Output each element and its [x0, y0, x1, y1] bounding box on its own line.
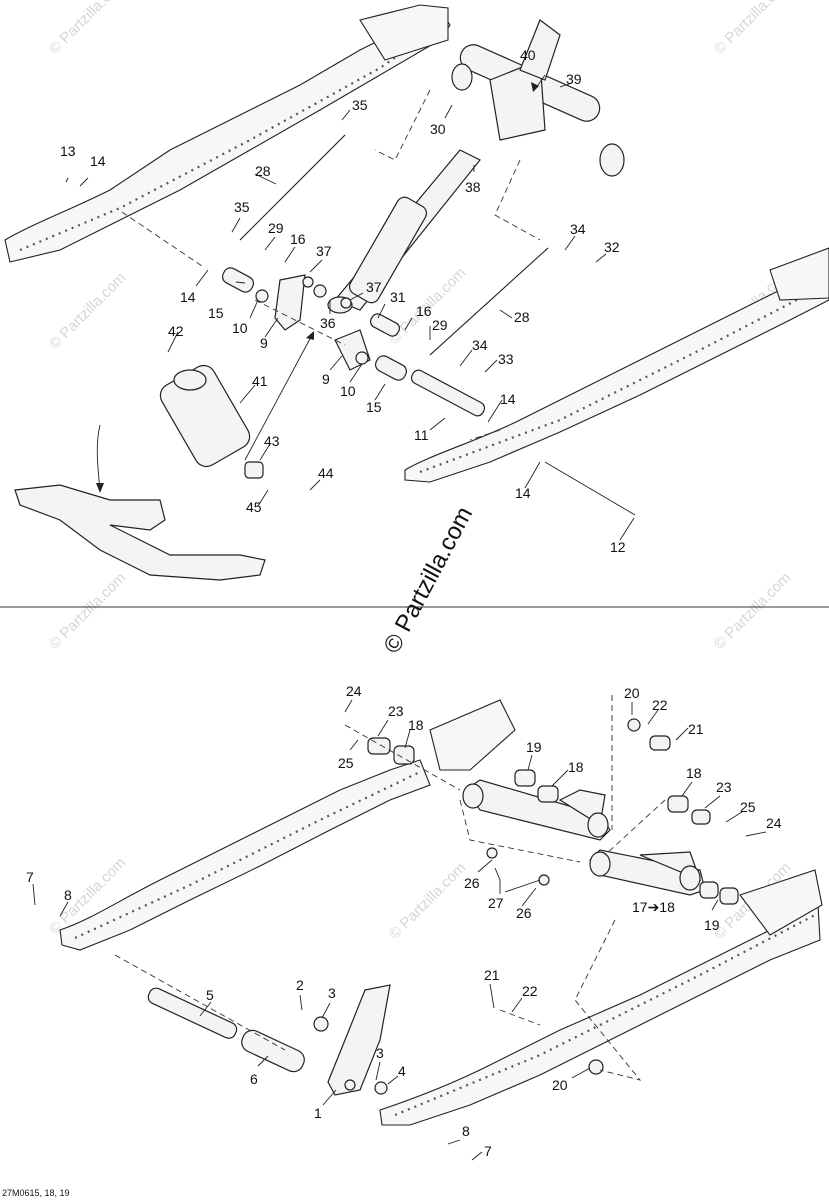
callout-11: 11: [414, 427, 429, 443]
callout-5: 5: [206, 987, 214, 1003]
callout-36: 36: [320, 315, 336, 331]
lower-tubes: [147, 987, 305, 1073]
callout-18: 18: [568, 759, 584, 775]
callout-31: 31: [390, 289, 406, 305]
upper-rail-right: [404, 247, 829, 483]
callout-29: 29: [432, 317, 448, 333]
callout-40: 40: [520, 47, 536, 63]
upper-rear-shock: [159, 364, 264, 479]
callout-25: 25: [338, 755, 354, 771]
callout-22: 22: [652, 697, 668, 713]
callout-28: 28: [255, 163, 271, 179]
watermark-tile: © Partzilla.com: [386, 859, 469, 942]
watermark-tile: © Partzilla.com: [711, 569, 794, 652]
callout-3: 3: [328, 985, 336, 1001]
callout-19: 19: [704, 917, 720, 933]
lower-bracket: [327, 984, 391, 1096]
lower-rail-left: [59, 699, 516, 951]
callout-15: 15: [366, 399, 382, 415]
lower-dashed-lines: [114, 695, 666, 1081]
callout-9: 9: [322, 371, 330, 387]
callout-21: 21: [484, 967, 500, 983]
callout-14: 14: [90, 153, 106, 169]
copyright-watermark: © Partzilla.com: [378, 502, 478, 657]
callout-23: 23: [716, 779, 732, 795]
watermark-tile: © Partzilla.com: [46, 0, 129, 58]
callout-33: 33: [498, 351, 514, 367]
callout-24: 24: [346, 683, 362, 699]
callout-39: 39: [566, 71, 582, 87]
callout-13: 13: [60, 143, 76, 159]
upper-leaders: [65, 82, 635, 541]
callout-32: 32: [604, 239, 620, 255]
callout-4: 4: [398, 1063, 406, 1079]
callout-14: 14: [500, 391, 516, 407]
callout-37: 37: [316, 243, 332, 259]
callout-17-to-18: 17➔18: [632, 899, 675, 915]
lower-bushings: [313, 718, 739, 1095]
lower-rail-right: [379, 869, 823, 1126]
callout-18: 18: [686, 765, 702, 781]
callout-10: 10: [340, 383, 356, 399]
callout-16: 16: [290, 231, 306, 247]
callout-27: 27: [488, 895, 504, 911]
callout-14: 14: [515, 485, 531, 501]
callout-29: 29: [268, 220, 284, 236]
watermark-tile: © Partzilla.com: [46, 569, 129, 652]
figure-code: 27M0615, 18, 19: [2, 1188, 70, 1198]
watermark-tile: © Partzilla.com: [711, 0, 794, 58]
upper-rail-left: [4, 4, 451, 263]
callout-35: 35: [352, 97, 368, 113]
callout-10: 10: [232, 320, 248, 336]
callout-14: 14: [180, 289, 196, 305]
callout-7: 7: [484, 1143, 492, 1159]
callout-1: 1: [314, 1105, 322, 1121]
callout-3: 3: [376, 1045, 384, 1061]
callout-21: 21: [688, 721, 704, 737]
callout-42: 42: [168, 323, 184, 339]
lower-leaders: [32, 699, 767, 1161]
callout-18: 18: [408, 717, 424, 733]
callout-43: 43: [264, 433, 280, 449]
callout-25: 25: [740, 799, 756, 815]
callout-38: 38: [465, 179, 481, 195]
watermark-tile: © Partzilla.com: [46, 269, 129, 352]
callout-35: 35: [234, 199, 250, 215]
callout-26: 26: [516, 905, 532, 921]
upper-callouts: 40 39 35 30 38 13 14 28 35 29 16 37 34 3…: [60, 47, 626, 555]
callout-20: 20: [624, 685, 640, 701]
upper-links-bushings: [221, 267, 408, 381]
callout-9: 9: [260, 335, 268, 351]
callout-15: 15: [208, 305, 224, 321]
callout-6: 6: [250, 1071, 258, 1087]
upper-front-arm: [451, 19, 625, 177]
callout-7: 7: [26, 869, 34, 885]
callout-2: 2: [296, 977, 304, 993]
lower-front-arm: [462, 779, 706, 896]
callout-8: 8: [462, 1123, 470, 1139]
callout-24: 24: [766, 815, 782, 831]
callout-8: 8: [64, 887, 72, 903]
callout-26: 26: [464, 875, 480, 891]
callout-34: 34: [472, 337, 488, 353]
callout-12: 12: [610, 539, 626, 555]
callout-45: 45: [246, 499, 262, 515]
upper-rear-arm: [14, 484, 266, 581]
callout-41: 41: [252, 373, 268, 389]
callout-16: 16: [416, 303, 432, 319]
callout-34: 34: [570, 221, 586, 237]
lower-callouts: 24 23 18 25 20 22 21 19 18 18 23 25 24 7…: [26, 683, 782, 1159]
callout-19: 19: [526, 739, 542, 755]
callout-23: 23: [388, 703, 404, 719]
upper-arrows: [96, 74, 546, 493]
callout-30: 30: [430, 121, 446, 137]
callout-20: 20: [552, 1077, 568, 1093]
callout-22: 22: [522, 983, 538, 999]
upper-dashed-lines: [121, 89, 541, 441]
upper-rods: [239, 134, 636, 516]
callout-37: 37: [366, 279, 382, 295]
callout-44: 44: [318, 465, 334, 481]
callout-28: 28: [514, 309, 530, 325]
